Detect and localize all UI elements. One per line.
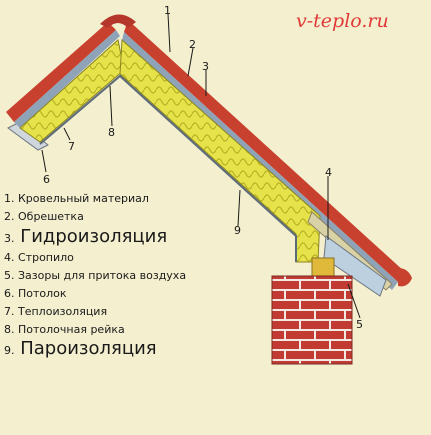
legend-label: Обрешетка [18,210,84,223]
legend-label: Теплоизоляция [18,305,108,318]
membrane-left [14,30,120,128]
callout-7: 7 [68,140,75,153]
brick-wall [271,275,353,365]
callout-1: 1 [164,4,171,17]
legend-item-6: 6. Потолок [4,288,244,299]
wall-plate [311,257,335,279]
legend-number: 9. [4,344,15,357]
vapor-barrier [39,74,297,262]
legend-item-8: 8. Потолочная рейка [4,324,244,335]
legend-item-2: 2. Обрешетка [4,211,244,222]
site-watermark: v-teplo.ru [296,10,389,32]
legend-item-3: 3. Гидроизоляция [4,228,244,246]
roof-tiles-right [124,20,405,282]
legend-number: 3. [4,232,15,245]
legend-number: 8. [4,323,15,336]
legend-label: Кровельный материал [18,192,149,205]
callout-9: 9 [234,224,241,237]
legend-number: 2. [4,210,15,223]
membrane-right [122,32,398,290]
legend-label: Стропило [18,251,74,264]
callout-2: 2 [189,38,196,51]
legend-number: 4. [4,251,15,264]
legend-item-7: 7. Теплоизоляция [4,306,244,317]
callout-5: 5 [356,318,363,331]
legend-item-1: 1. Кровельный материал [4,193,244,204]
legend-number: 7. [4,305,15,318]
legend-number: 6. [4,287,15,300]
legend-item-5: 5. Зазоры для притока воздуха [4,270,244,281]
callout-4: 4 [325,166,332,179]
legend-item-9: 9. Пароизоляция [4,340,244,358]
legend-label: Потолок [18,287,67,300]
callout-pointers [41,13,361,319]
legend: 1. Кровельный материал 2. Обрешетка 3. Г… [4,193,244,358]
legend-item-4: 4. Стропило [4,252,244,263]
legend-label: Потолочная рейка [18,323,125,336]
legend-label: Зазоры для притока воздуха [18,269,187,282]
legend-label: Пароизоляция [20,338,157,359]
vent-gap [323,235,387,297]
callout-3: 3 [202,60,209,73]
roof-tiles-left [6,22,116,122]
legend-number: 1. [4,192,15,205]
ridge-cap [100,14,136,28]
gutter [398,268,412,287]
callout-6: 6 [43,173,50,186]
callout-8: 8 [108,126,115,139]
legend-number: 5. [4,269,15,282]
legend-label: Гидроизоляция [20,226,168,247]
